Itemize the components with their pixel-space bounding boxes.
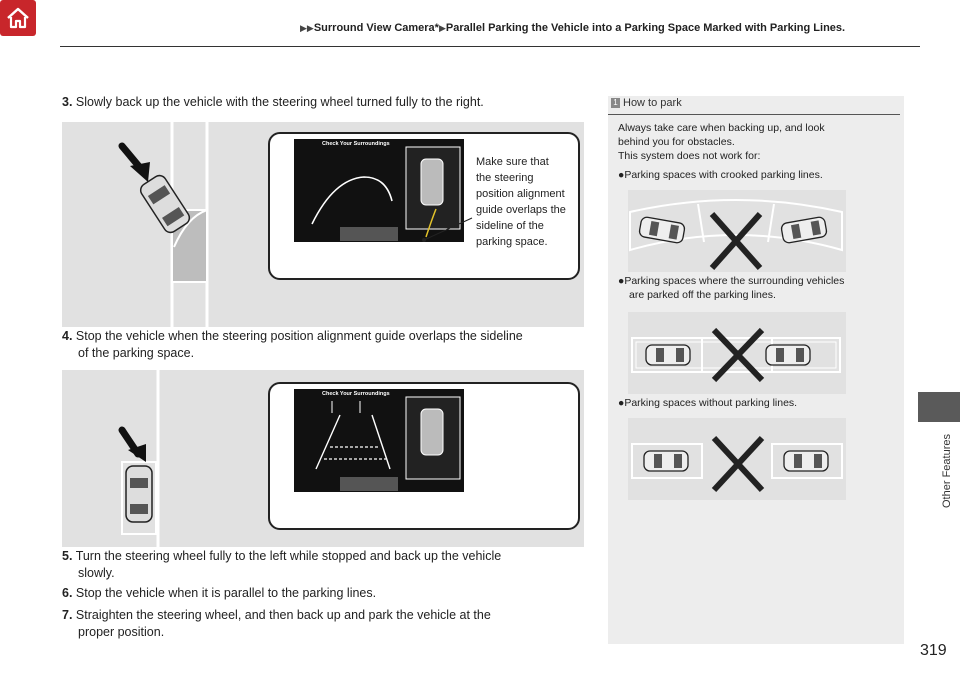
x-mark-icon <box>709 212 763 270</box>
illustration-panel-1: Check Your Surroundings Make sure that t… <box>62 122 584 327</box>
section-label: Other Features <box>941 434 953 508</box>
breadcrumb-link-camera[interactable]: Surround View Camera* <box>313 22 439 34</box>
callout-frame-2: Check Your Surroundings <box>268 382 580 530</box>
step-7: 7. Straighten the steering wheel, and th… <box>62 608 491 639</box>
step-6: 6. Stop the vehicle when it is parallel … <box>62 586 377 600</box>
screen-title: Check Your Surroundings <box>322 141 390 147</box>
note-divider <box>608 114 900 115</box>
home-button[interactable] <box>0 0 36 36</box>
note-bullet-3: ●Parking spaces without parking lines. <box>618 397 798 409</box>
breadcrumb: ▶▶Surround View Camera*▶Parallel Parking… <box>300 22 845 34</box>
diagram-crooked-lines <box>628 190 846 272</box>
step-3: 3. Slowly back up the vehicle with the s… <box>62 95 484 109</box>
breadcrumb-current: Parallel Parking the Vehicle into a Park… <box>445 22 846 34</box>
camera-display-1: Check Your Surroundings <box>294 139 464 242</box>
parking-diagram-1 <box>118 122 209 327</box>
camera-annotation: Make sure that the steering position ali… <box>476 156 566 248</box>
x-mark-icon <box>711 327 765 383</box>
step-4: 4. Stop the vehicle when the steering po… <box>62 329 523 360</box>
screen-title: Check Your Surroundings <box>322 391 390 397</box>
breadcrumb-arrow-icon: ▶ <box>438 23 446 33</box>
header-divider <box>60 46 920 47</box>
bullet-icon: ● <box>618 169 625 181</box>
bullet-icon: ● <box>618 275 625 287</box>
camera-display-2: Check Your Surroundings <box>294 389 464 492</box>
illustration-panel-2: Check Your Surroundings <box>62 370 584 547</box>
x-mark-icon <box>711 435 765 493</box>
diagram-no-lines <box>628 418 846 500</box>
callout-frame-1: Check Your Surroundings Make sure that t… <box>268 132 580 280</box>
parking-diagram-2 <box>118 370 160 547</box>
pointer-line <box>422 217 473 242</box>
bullet-icon: ● <box>618 397 625 409</box>
home-icon <box>7 7 29 29</box>
breadcrumb-arrow-icon: ▶▶ <box>300 23 314 33</box>
step-5: 5. Turn the steering wheel fully to the … <box>62 549 502 580</box>
note-bullet-1: ●Parking spaces with crooked parking lin… <box>618 169 823 181</box>
page-number: 319 <box>920 642 947 659</box>
diagram-vehicles-off-lines <box>628 312 846 394</box>
note-intro: Always take care when backing up, and lo… <box>618 122 825 162</box>
note-bullet-2: ●Parking spaces where the surrounding ve… <box>618 275 845 301</box>
section-tab[interactable] <box>918 392 960 422</box>
